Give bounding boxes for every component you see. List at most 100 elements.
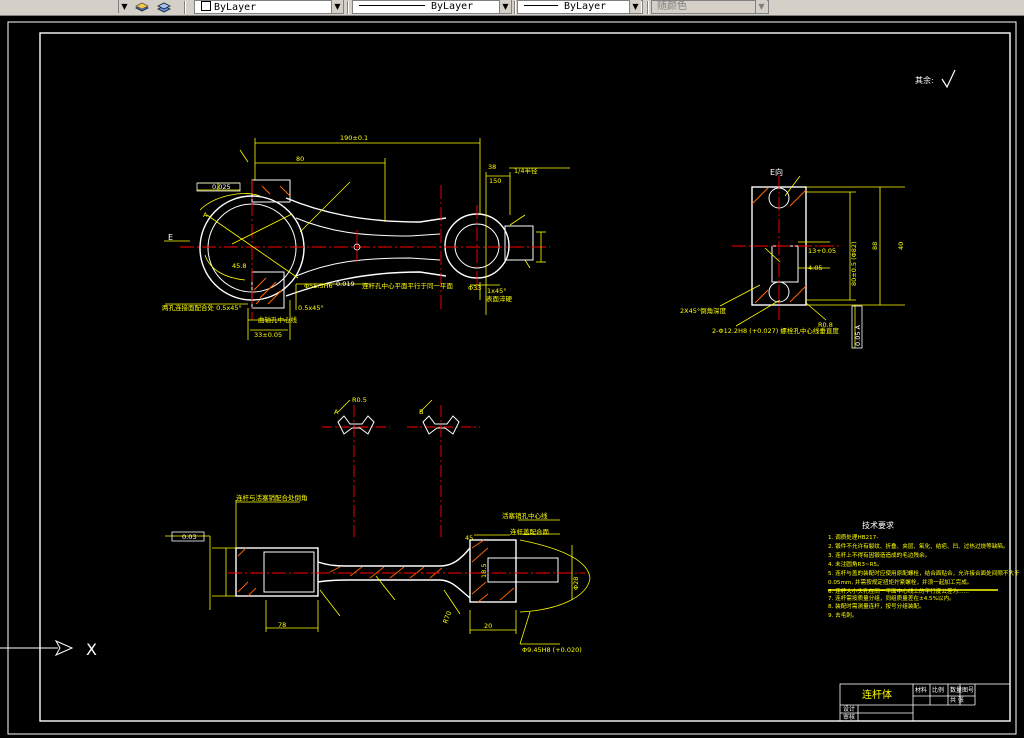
bore-small-tol-label: 0.019 bbox=[336, 280, 355, 288]
dim-18-label: 18.5 bbox=[480, 564, 488, 578]
tech-req-item: 9. 去毛刺。 bbox=[828, 611, 858, 619]
big-end-section bbox=[469, 539, 517, 603]
perp-tol-label: 0.03 bbox=[182, 533, 196, 541]
section-b-label: B bbox=[419, 408, 423, 416]
note-a-label: 两孔连接面配合处 0.5x45° bbox=[162, 303, 242, 312]
section-e-label: E bbox=[168, 233, 173, 242]
side-dim-r-label: R0.8 bbox=[818, 321, 833, 329]
title-block-r2: 审核 bbox=[843, 713, 855, 721]
side-dim-40-label: 40 bbox=[897, 242, 905, 250]
color-control-select[interactable]: ByLayer bbox=[194, 0, 344, 14]
dim-20-label: 20 bbox=[484, 622, 492, 630]
dim-bore-label: Φ9.45H8 (+0.020) bbox=[522, 646, 582, 654]
linetype-control-select[interactable]: ByLayer bbox=[352, 0, 512, 14]
title-block bbox=[839, 683, 1011, 722]
title-block-h1: 材料 bbox=[915, 686, 927, 694]
linetype-control-value: ByLayer bbox=[431, 1, 474, 12]
side-tol-frame bbox=[851, 305, 863, 349]
lineweight-preview bbox=[524, 5, 558, 6]
side-dim-4-label: 4.05 bbox=[808, 264, 822, 272]
note-d-label: 1/4半径 bbox=[514, 166, 538, 175]
section-labels: A B R0.5 bbox=[334, 396, 423, 416]
perp-tol-frame bbox=[171, 531, 205, 542]
tech-req-item: 6. 连杆大小头孔在同一平面中心线上的平行度公差为...... bbox=[828, 587, 969, 595]
lineweight-control-value: ByLayer bbox=[564, 1, 607, 12]
big-end-arc bbox=[519, 539, 591, 613]
center-mark bbox=[353, 243, 361, 251]
plot-style-control-arrow: ▼ bbox=[755, 0, 767, 13]
side-view-e bbox=[732, 175, 840, 320]
bore-large-label: Φ33 bbox=[468, 284, 481, 292]
layer-previous-icon[interactable] bbox=[156, 0, 172, 14]
parallel-tol-frame bbox=[196, 182, 241, 192]
plot-style-control-select: 随颜色 bbox=[651, 0, 769, 14]
dim-33-label: 33±0.05 bbox=[254, 331, 282, 339]
layer-states-icon[interactable] bbox=[134, 0, 150, 14]
side-hatch bbox=[751, 187, 807, 304]
toolbar-separator bbox=[184, 1, 186, 14]
lineweight-control-arrow[interactable]: ▼ bbox=[629, 0, 641, 13]
side-note-chamfer-label: 2X45°倒角深度 bbox=[680, 306, 727, 315]
parallel-tol-label: 0.025 bbox=[212, 183, 231, 191]
tech-req-item: 5. 连杆与盖的装配时应使用原配螺栓，结合面贴合，允许接合面处间隙不大于 bbox=[828, 569, 1020, 577]
dim-38-label: 38 bbox=[488, 163, 496, 171]
tech-req-item: 2. 锻件不允许有裂纹、折叠、夹层、氧化、结疤、凹、过热过烧等缺陷。 bbox=[828, 542, 1009, 550]
title-block-c1: 共 张 bbox=[950, 696, 964, 704]
rod-shank-outline bbox=[285, 197, 447, 297]
title-block-h2: 比例 bbox=[932, 686, 944, 694]
side-view-labels: E向 13+0.05 4.05 2X45°倒角深度 2-Φ12.2H8 (+0.… bbox=[680, 167, 905, 346]
ucs-x-label: X bbox=[86, 640, 97, 659]
linetype-control-arrow[interactable]: ▼ bbox=[499, 0, 511, 13]
small-end-hatch bbox=[237, 547, 257, 597]
section-b-profile bbox=[422, 415, 460, 435]
dim-45-80-label: 45.8 bbox=[232, 262, 246, 270]
view-e-label: E向 bbox=[770, 167, 783, 177]
title-block-h3: 数量 bbox=[950, 686, 962, 694]
layer-dropdown-arrow[interactable]: ▼ bbox=[118, 0, 130, 13]
section-hatch bbox=[253, 277, 283, 305]
dim-45-label: 45 bbox=[465, 534, 473, 542]
rod-web-outline bbox=[295, 217, 441, 277]
color-control-value: ByLayer bbox=[214, 2, 257, 13]
linetype-preview bbox=[359, 5, 425, 6]
model-space-canvas[interactable]: 其余: bbox=[0, 16, 1024, 738]
dim-length-label: 190±0.1 bbox=[340, 134, 368, 142]
section-a-profile bbox=[337, 415, 375, 435]
note-top-label: 连杆与活塞销配合处倒角 bbox=[236, 493, 308, 502]
plot-style-value: 随颜色 bbox=[657, 1, 687, 12]
chamfer-1-label: 1x45° bbox=[487, 287, 507, 295]
side-dim-vert-label: 80±0.5 (Φ82) bbox=[850, 241, 858, 286]
bore-small-label: Φ55.5H6 bbox=[304, 282, 333, 290]
title-block-h4: 图号 bbox=[962, 687, 974, 694]
side-view-dimensions bbox=[719, 175, 905, 348]
title-block-r1: 设计 bbox=[843, 705, 855, 713]
section-hatch-2 bbox=[261, 185, 291, 197]
sheet-inner-frame bbox=[39, 32, 1011, 722]
roughness-note-label: 其余: bbox=[915, 75, 934, 85]
tech-req-item: 1. 调质处理HB217- bbox=[828, 533, 878, 541]
color-swatch bbox=[201, 1, 211, 11]
connecting-rod-top-view bbox=[180, 179, 550, 320]
tech-req-item: 4. 未注圆角R3~R5。 bbox=[828, 560, 883, 568]
section-r-label: R0.5 bbox=[352, 396, 367, 404]
note-right2-label: 连杆盖配合面 bbox=[510, 527, 550, 536]
side-dim-88-label: 88 bbox=[871, 242, 879, 250]
cross-sections bbox=[322, 399, 480, 540]
technical-requirements: 技术要求 1. 调质处理HB217- 2. 锻件不允许有裂纹、折叠、夹层、氧化、… bbox=[828, 520, 1020, 619]
tech-req-item: 0.05mm, 并需按规定扭矩拧紧螺栓，并须一起加工完成。 bbox=[828, 578, 972, 586]
dim-78-label: 78 bbox=[278, 621, 286, 629]
tech-req-item: 8. 装配时需测量连杆，按号分组装配。 bbox=[828, 602, 925, 610]
longitudinal-section-view bbox=[228, 539, 591, 613]
note-b-label: 曲轴孔中心线 bbox=[258, 315, 298, 324]
tech-req-item: 3. 连杆上不得有因锻造造成的毛边残余。 bbox=[828, 551, 930, 559]
side-dim-18-label: 13+0.05 bbox=[808, 247, 836, 255]
angle-a-label: A bbox=[203, 211, 208, 219]
chamfer-2-label: 0.5x45° bbox=[298, 304, 324, 312]
tech-req-title: 技术要求 bbox=[862, 520, 894, 530]
color-control-arrow[interactable]: ▼ bbox=[331, 0, 343, 13]
shank-section bbox=[317, 547, 471, 599]
toolbar-separator bbox=[514, 1, 516, 14]
lineweight-control-select[interactable]: ByLayer bbox=[517, 0, 643, 14]
properties-toolbar: ▼ ByLayer ▼ ByLayer ▼ ByLayer ▼ 随颜色 ▼ bbox=[0, 0, 1024, 16]
toolbar-separator bbox=[647, 1, 649, 14]
